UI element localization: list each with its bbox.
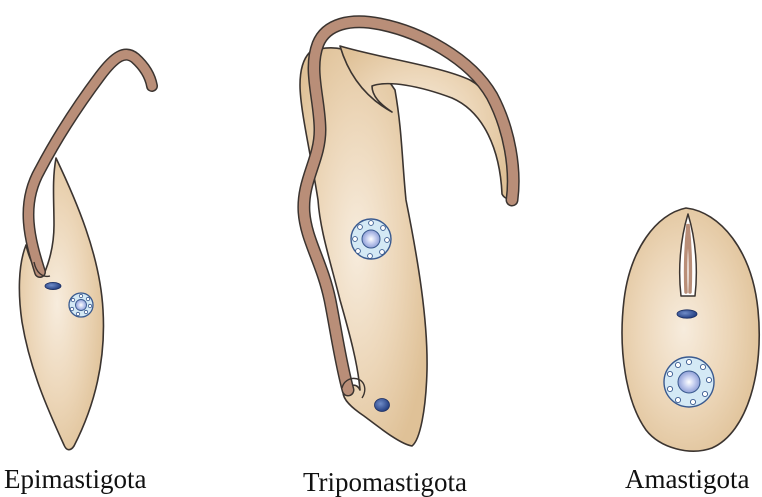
trypomastigote-nucleus	[351, 219, 391, 259]
epimastigote-nucleus	[69, 293, 93, 317]
trypomastigote-cell	[300, 22, 513, 446]
epimastigote-label: Epimastigota	[4, 466, 146, 493]
amastigote-label: Amastigota	[625, 466, 749, 493]
epimastigote-kinetoplast	[45, 282, 61, 289]
amastigote-kinetoplast	[677, 310, 697, 318]
epimastigote-cell	[19, 55, 152, 450]
epimastigote-flagellum	[28, 55, 152, 272]
trypomastigote-kinetoplast	[375, 399, 390, 412]
amastigote-cell	[622, 208, 759, 451]
trypomastigote-label: Tripomastigota	[303, 469, 467, 496]
amastigote-nucleus	[664, 357, 714, 407]
